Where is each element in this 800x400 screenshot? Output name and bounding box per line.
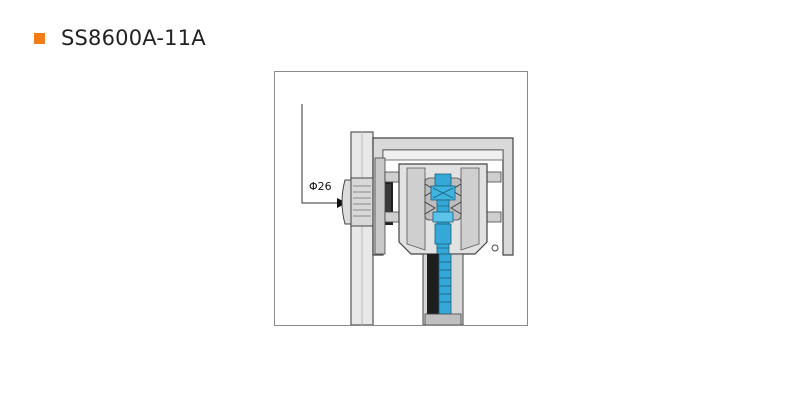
product-header: SS8600A-11A (34, 26, 206, 50)
door-panel (350, 131, 374, 325)
screw-hole-icon (491, 244, 499, 252)
hanger-bolt (430, 173, 456, 255)
orange-square-bullet (34, 32, 45, 44)
hardware-cross-section-diagram: Φ26 (274, 71, 528, 326)
diameter-dimension-label: Φ26 (309, 180, 332, 193)
threaded-hanging-rod (422, 253, 464, 325)
product-code-title: SS8600A-11A (61, 26, 206, 50)
top-rail-profile (372, 137, 514, 256)
